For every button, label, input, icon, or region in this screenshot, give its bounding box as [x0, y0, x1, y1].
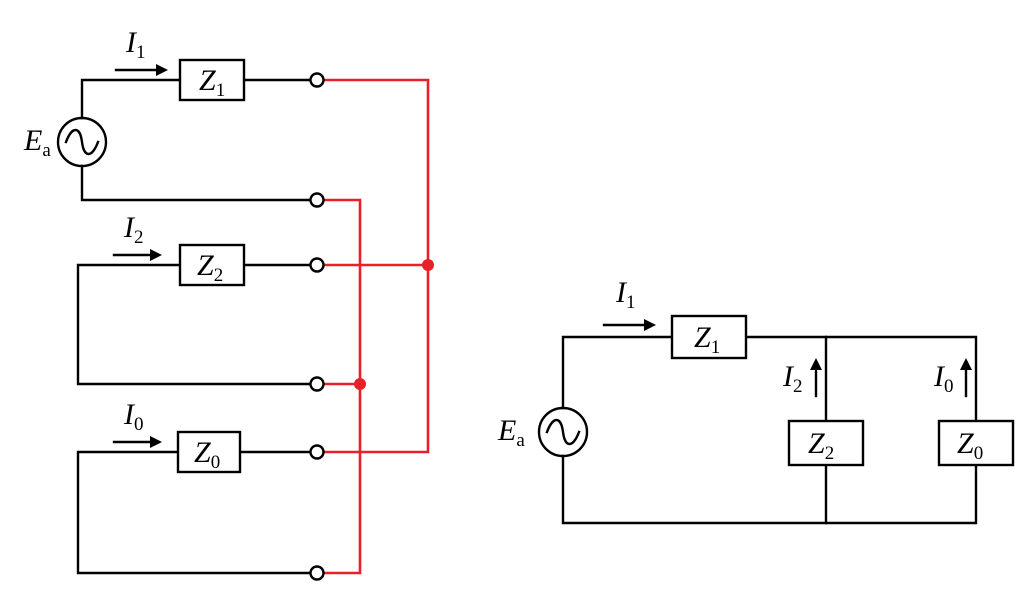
- wire: [80, 78, 182, 120]
- terminals: [309, 72, 325, 581]
- i2-label-left: I2: [123, 211, 144, 248]
- wire: [76, 263, 312, 386]
- i1-arrow-right-icon: [644, 319, 656, 331]
- positive-sequence-network: Z1 Ea I1: [23, 26, 312, 202]
- negative-sequence-network: Z2 I2: [76, 211, 312, 386]
- red-interconnections: [324, 78, 434, 575]
- voltage-source-left: [56, 116, 108, 168]
- impedance-z2-right: [787, 419, 865, 467]
- terminal: [309, 72, 325, 88]
- impedance-z0-right: [937, 419, 1015, 467]
- i1-label-right: I1: [615, 276, 636, 313]
- i1-arrow-icon: [156, 64, 168, 76]
- right-circuit: Ea Z1 I1 Z2 I2 Z0 I0: [497, 276, 1015, 525]
- left-circuit: Z1 Ea I1 Z2 I2 Z0 I0: [23, 26, 434, 581]
- impedance-z1-left: [178, 58, 246, 102]
- z0-label-right: Z0: [957, 427, 983, 464]
- impedance-z0-left: [176, 430, 242, 474]
- i0-label-left: I0: [123, 398, 144, 435]
- i1-label-left: I1: [125, 26, 146, 63]
- impedance-z2-left: [178, 243, 246, 287]
- impedance-z1-right: [670, 314, 748, 360]
- i2-label-right: I2: [782, 360, 803, 397]
- terminal: [309, 257, 325, 273]
- z2-label-left: Z2: [197, 249, 223, 286]
- sine-icon: [545, 418, 581, 446]
- wire: [561, 454, 978, 525]
- sine-icon: [64, 128, 100, 156]
- junction-dot: [354, 378, 366, 390]
- wire: [80, 164, 312, 202]
- terminal: [309, 192, 325, 208]
- voltage-source-right: [537, 406, 589, 458]
- terminal: [309, 376, 325, 392]
- i0-label-right: I0: [933, 360, 954, 397]
- ea-label-left: Ea: [23, 124, 51, 161]
- i0-arrow-right-icon: [960, 358, 972, 370]
- z2-label-right: Z2: [808, 427, 834, 464]
- z1-label-right: Z1: [694, 321, 720, 358]
- wire: [561, 335, 674, 410]
- terminal: [309, 565, 325, 581]
- i0-arrow-icon: [150, 436, 162, 448]
- i2-arrow-right-icon: [810, 358, 822, 370]
- wire: [76, 450, 312, 575]
- junction-dot: [422, 259, 434, 271]
- wire: [744, 335, 978, 423]
- terminal: [309, 444, 325, 460]
- zero-sequence-network: Z0 I0: [76, 398, 312, 575]
- ea-label-right: Ea: [497, 414, 525, 451]
- i2-arrow-icon: [150, 249, 162, 261]
- z0-label-left: Z0: [194, 436, 220, 473]
- z1-label-left: Z1: [199, 64, 225, 101]
